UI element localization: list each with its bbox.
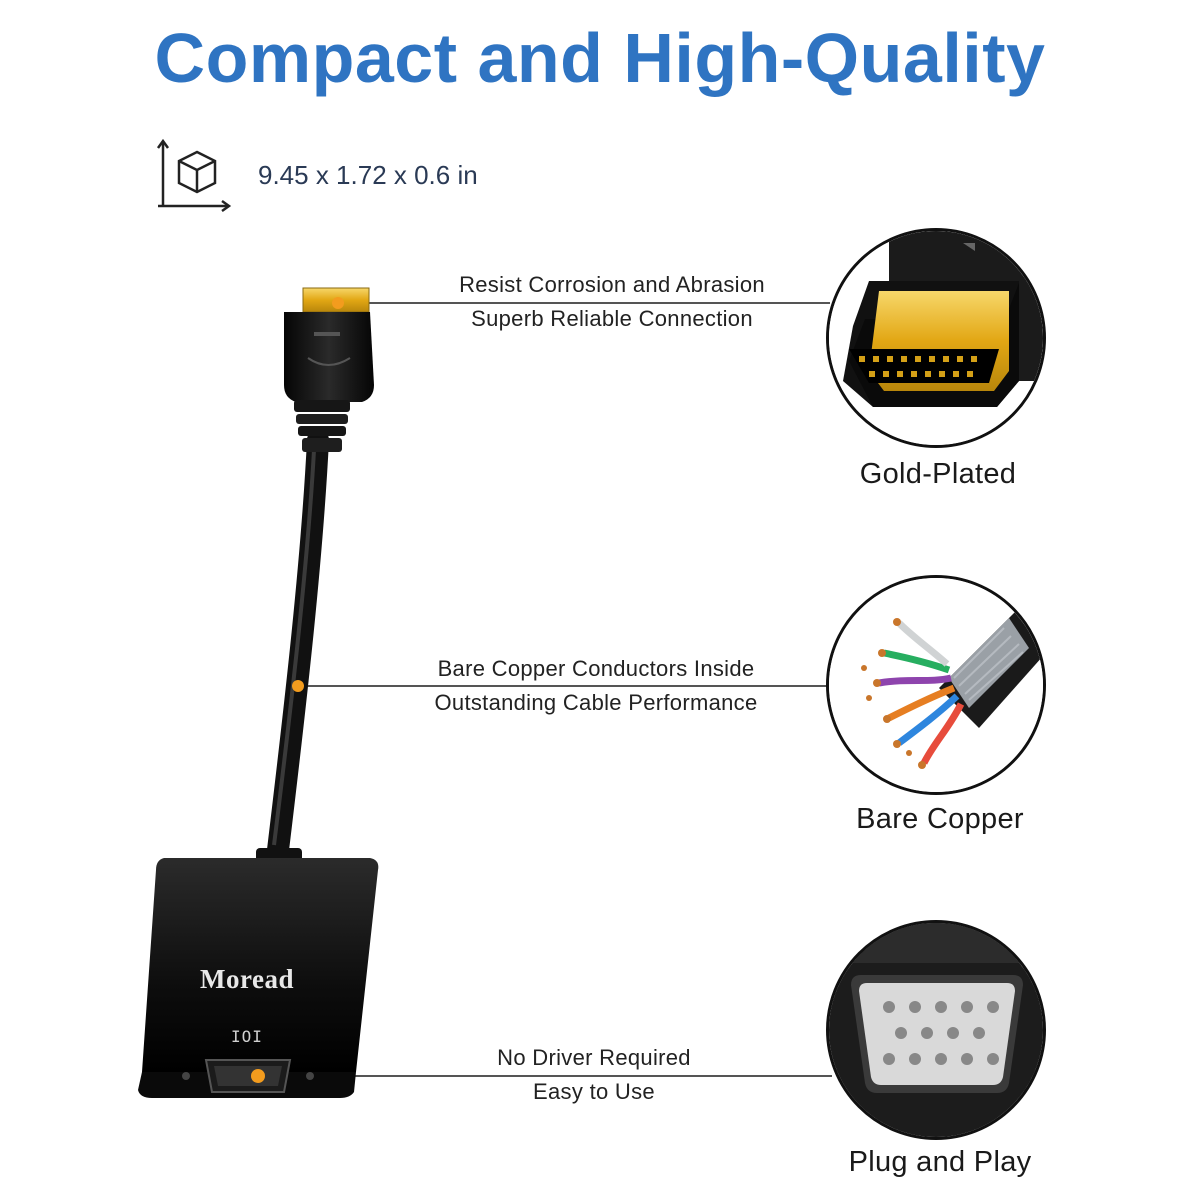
page-title: Compact and High-Quality xyxy=(154,19,1046,97)
brand-logo: Moread xyxy=(200,964,294,994)
cube-dimension-icon xyxy=(155,138,233,213)
feature-callout-3: No Driver Required Easy to Use xyxy=(394,1041,794,1109)
feature-2-label: Bare Copper xyxy=(856,803,1024,835)
feature-callout-2: Bare Copper Conductors Inside Outstandin… xyxy=(396,652,796,720)
feature-2-line-1: Bare Copper Conductors Inside xyxy=(437,656,755,681)
feature-3-line-1: No Driver Required xyxy=(497,1045,691,1070)
hdmi-gold-connector-icon xyxy=(826,228,1046,448)
copper-wires-icon xyxy=(826,575,1046,795)
vga-port-icon xyxy=(826,920,1046,1140)
feature-2-line-2: Outstanding Cable Performance xyxy=(434,690,758,715)
feature-callout-1: Resist Corrosion and Abrasion Superb Rel… xyxy=(412,268,812,336)
feature-1-line-1: Resist Corrosion and Abrasion xyxy=(459,272,765,297)
feature-3-line-2: Easy to Use xyxy=(533,1079,655,1104)
feature-1-line-2: Superb Reliable Connection xyxy=(471,306,753,331)
feature-3-label: Plug and Play xyxy=(848,1146,1032,1178)
dimensions-text: 9.45 x 1.72 x 0.6 in xyxy=(258,160,478,190)
vga-symbol: IOI xyxy=(231,1027,263,1046)
feature-1-label: Gold-Plated xyxy=(859,458,1017,490)
